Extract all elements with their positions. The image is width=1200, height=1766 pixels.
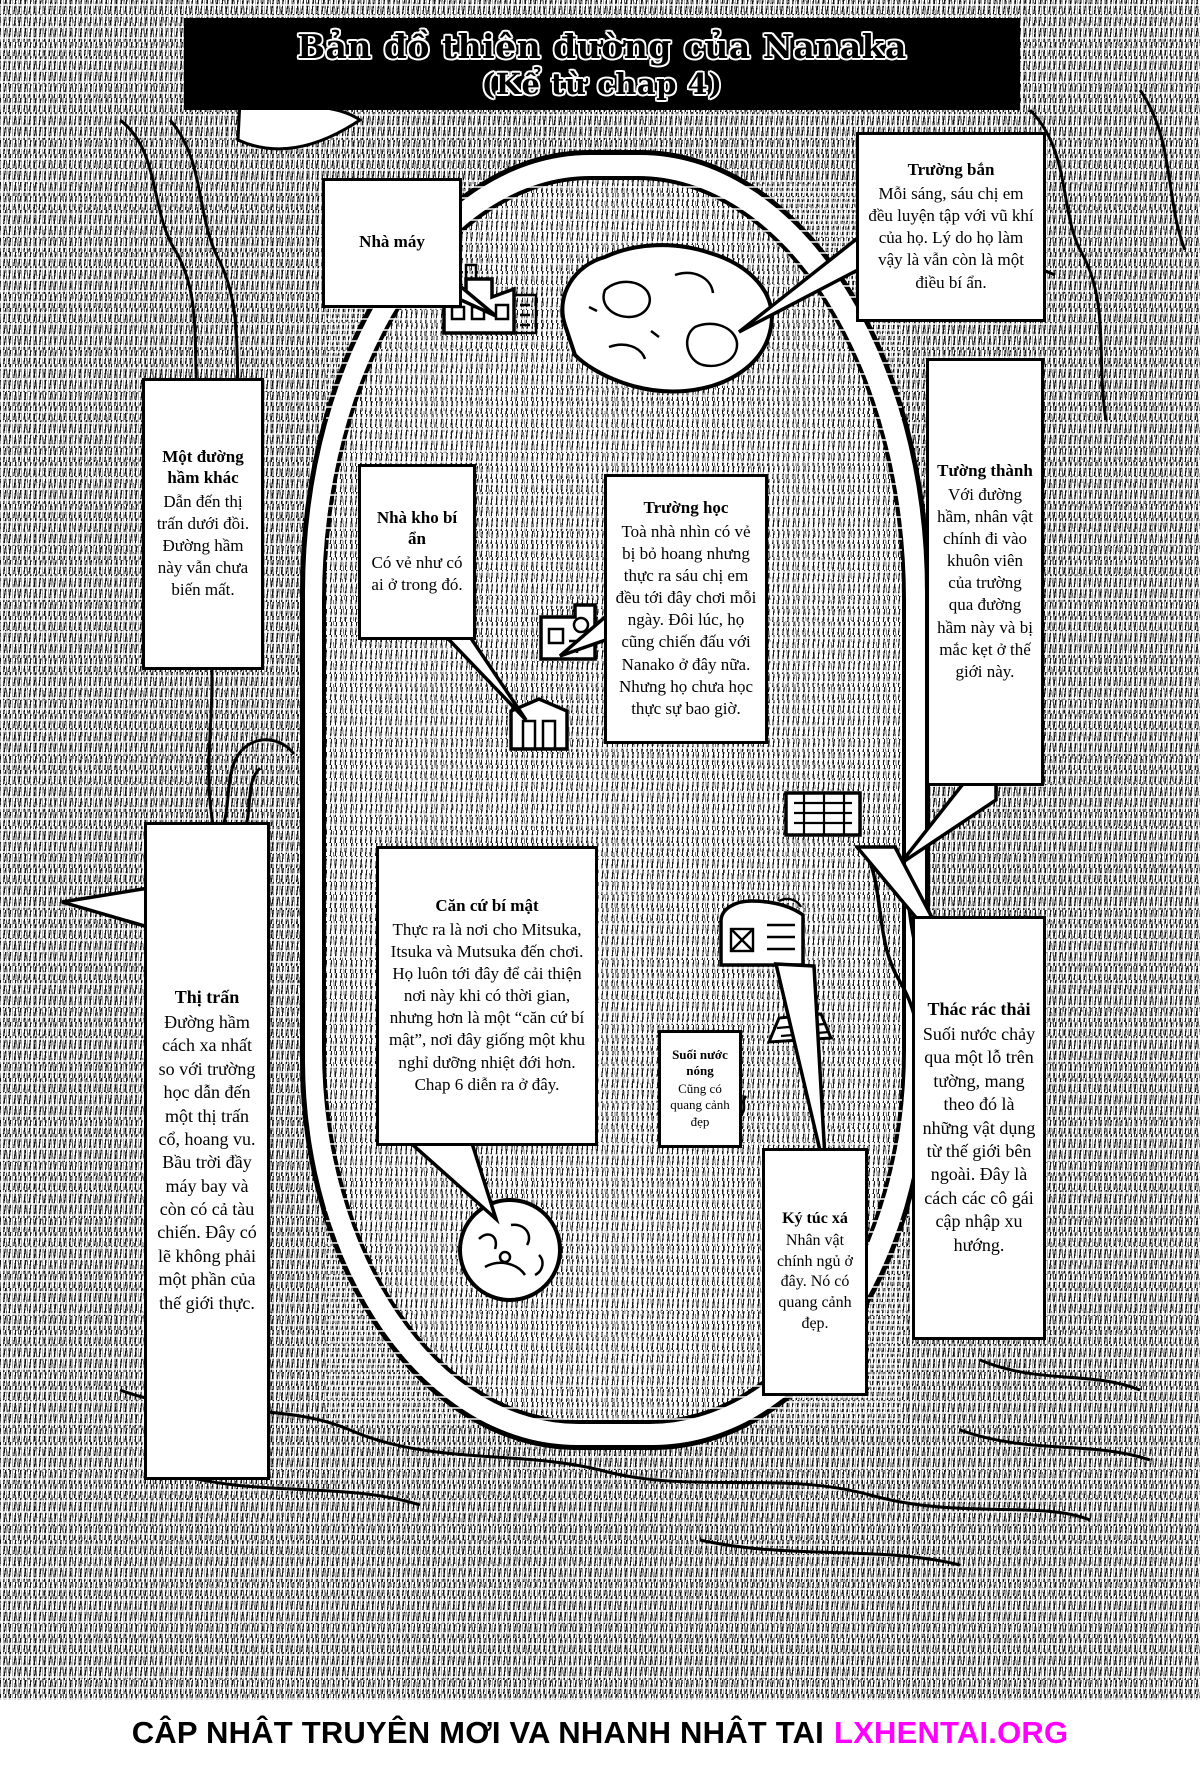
map-title-line-1: Bản đồ thiên đường của Nanaka: [297, 26, 907, 66]
callout-hot-spring-heading: Suối nước nóng: [672, 1046, 728, 1078]
callout-secret-base-body: Thực ra là nơi cho Mitsuka, Itsuka và Mu…: [389, 919, 585, 1094]
callout-shooting-range[interactable]: Trường bắn Mỗi sáng, sáu chị em đều luyệ…: [856, 132, 1046, 322]
callout-great-wall[interactable]: Tường thành Với đường hầm, nhân vật chín…: [926, 358, 1044, 786]
callout-town-body: Đường hầm cách xa nhất so với trường học…: [157, 1011, 257, 1313]
dormitory-icon: [719, 897, 805, 967]
callout-waste-waterfall-heading: Thác rác thải: [927, 999, 1031, 1020]
callout-tail-shooting-range: [737, 222, 875, 334]
banner-site-link[interactable]: LXHENTAI.ORG: [833, 1715, 1069, 1750]
callout-mystery-warehouse[interactable]: Nhà kho bí ẩn Có vẻ như có ai ở trong đó…: [358, 464, 476, 640]
callout-shooting-range-heading: Trường bắn: [907, 160, 995, 180]
callout-school-body: Toà nhà nhìn có vẻ bị bỏ hoang nhưng thự…: [615, 521, 757, 718]
callout-hot-spring[interactable]: Suối nước nóng Cũng có quang cảnh đẹp: [658, 1030, 742, 1148]
callout-factory-heading: Nhà máy: [359, 231, 425, 251]
callout-secret-base[interactable]: Căn cứ bí mật Thực ra là nơi cho Mitsuka…: [376, 846, 598, 1146]
warehouse-icon: [509, 697, 569, 751]
map-title-line-2: (Kể từ chap 4): [481, 66, 723, 101]
callout-factory[interactable]: Nhà máy: [322, 178, 462, 308]
callout-other-tunnel[interactable]: Một đường hầm khác Dẫn đến thị trấn dưới…: [142, 378, 264, 670]
callout-mystery-warehouse-body: Có vẻ như có ai ở trong đó.: [371, 552, 463, 594]
callout-dormitory-body: Nhân vật chính ngủ ở đây. Nó có quang cả…: [776, 1231, 853, 1332]
callout-other-tunnel-body: Dẫn đến thị trấn dưới đồi. Đường hầm này…: [156, 491, 250, 599]
callout-dormitory-heading: Ký túc xá: [782, 1210, 848, 1228]
lake-icon: [458, 1198, 562, 1302]
callout-great-wall-heading: Tường thành: [937, 461, 1033, 481]
callout-great-wall-body: Với đường hầm, nhân vật chính đi vào khu…: [937, 484, 1033, 681]
map-title-plate: Bản đồ thiên đường của Nanaka (Kể từ cha…: [184, 18, 1020, 110]
tunnel-mouth-icon: [220, 738, 296, 831]
bottom-banner: CÂP NHÂT TRUYÊN MƠI VA NHANH NHÂT TAI LX…: [0, 1700, 1200, 1766]
callout-tail-secret-base: [400, 1135, 500, 1225]
callout-tail-dormitory: [773, 962, 828, 1177]
callout-secret-base-heading: Căn cứ bí mật: [435, 896, 539, 916]
rock-formation-icon: [560, 243, 774, 394]
banner-text: CÂP NHÂT TRUYÊN MƠI VA NHANH NHÂT TAI: [131, 1715, 824, 1750]
callout-waste-waterfall[interactable]: Thác rác thải Suối nước chảy qua một lỗ …: [912, 916, 1046, 1340]
callout-mystery-warehouse-heading: Nhà kho bí ẩn: [376, 508, 458, 548]
callout-school-heading: Trường học: [643, 498, 729, 518]
callout-hot-spring-body: Cũng có quang cảnh đẹp: [670, 1080, 730, 1130]
callout-shooting-range-body: Mỗi sáng, sáu chị em đều luyện tập với v…: [868, 184, 1034, 292]
callout-school[interactable]: Trường học Toà nhà nhìn có vẻ bị bỏ hoan…: [604, 474, 768, 744]
school-complex-icon: [784, 791, 862, 837]
callout-dormitory[interactable]: Ký túc xá Nhân vật chính ngủ ở đây. Nó c…: [762, 1148, 868, 1396]
callout-town-heading: Thị trấn: [174, 986, 240, 1007]
callout-other-tunnel-heading: Một đường hầm khác: [162, 447, 244, 487]
callout-waste-waterfall-body: Suối nước chảy qua một lỗ trên tường, ma…: [922, 1024, 1036, 1255]
callout-town[interactable]: Thị trấn Đường hầm cách xa nhất so với t…: [144, 822, 270, 1480]
